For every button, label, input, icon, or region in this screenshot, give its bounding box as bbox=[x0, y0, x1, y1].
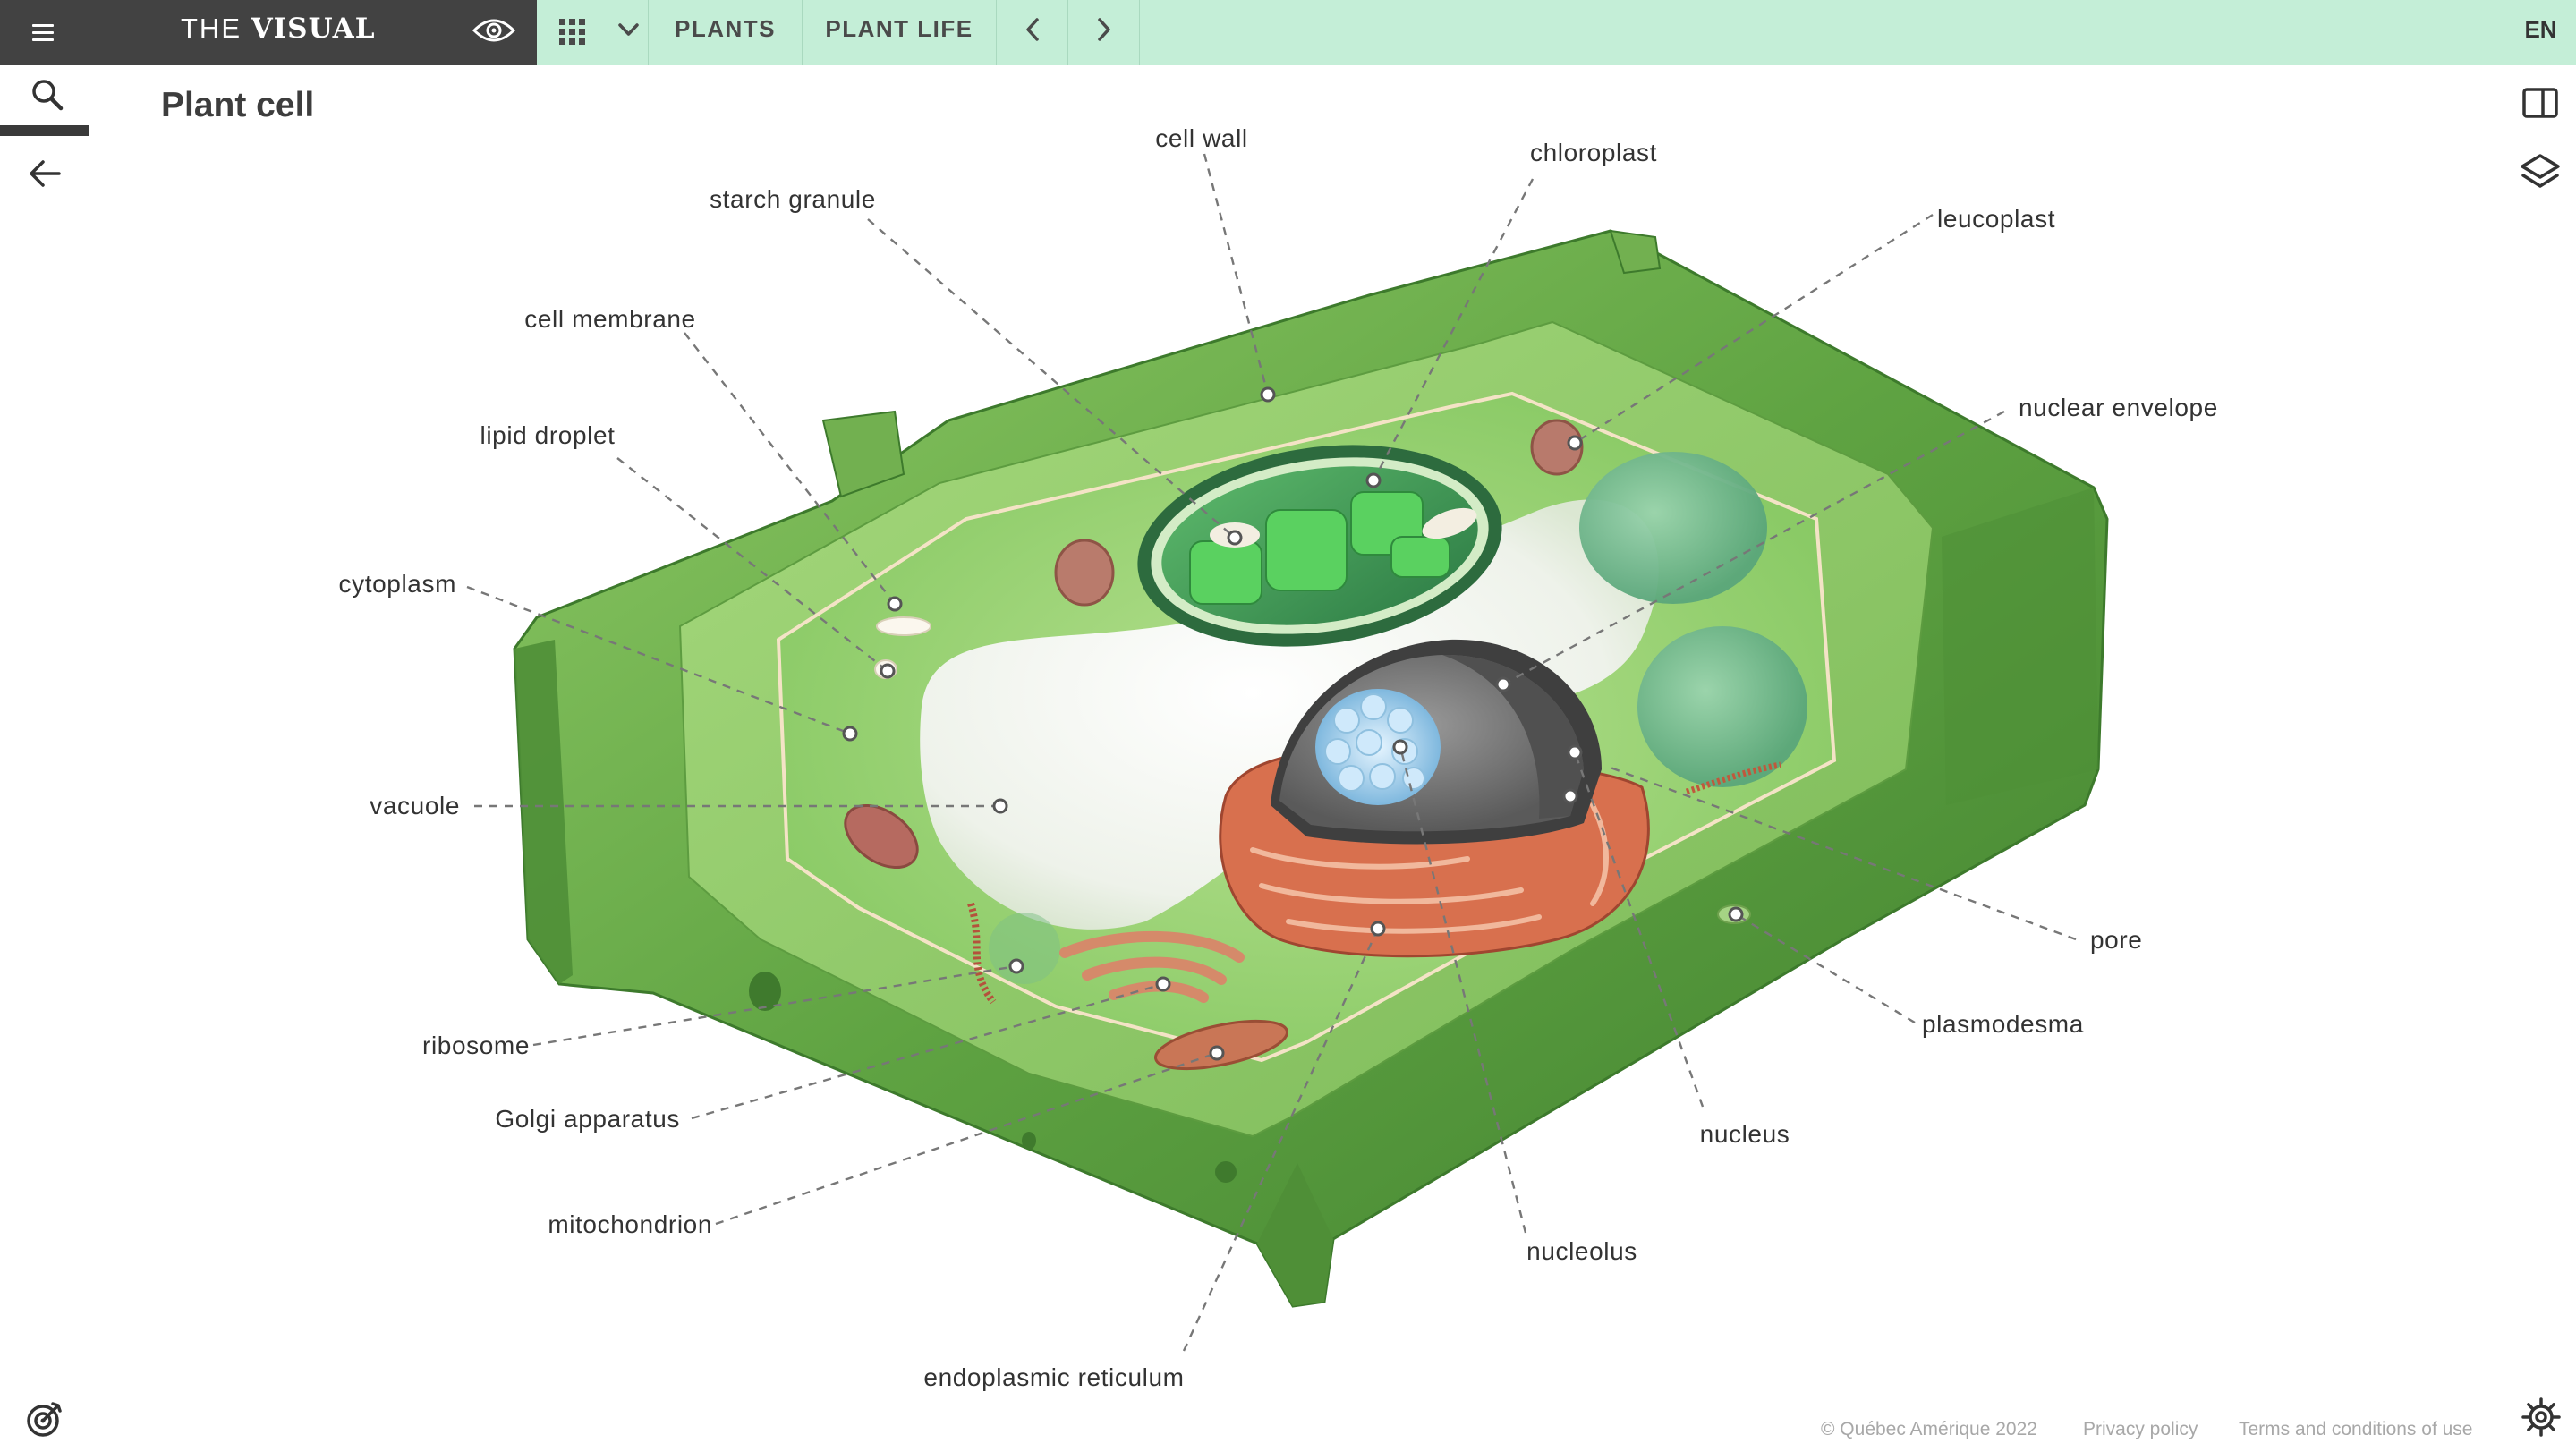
chevron-left-icon bbox=[1026, 18, 1039, 41]
language-button[interactable]: EN bbox=[2524, 16, 2557, 43]
page-title: Plant cell bbox=[161, 86, 315, 124]
label-starch-granule[interactable]: starch granule bbox=[710, 185, 876, 213]
brand-logo[interactable]: THE VISUAL bbox=[181, 0, 376, 65]
chloroplast-shape bbox=[1137, 445, 1502, 647]
sidebar-panel-icon bbox=[2522, 88, 2558, 118]
apps-dropdown-button[interactable] bbox=[608, 0, 649, 65]
eye-icon bbox=[472, 19, 516, 42]
tab-plant-life[interactable]: PLANT LIFE bbox=[803, 0, 997, 65]
label-golgi-apparatus[interactable]: Golgi apparatus bbox=[495, 1105, 680, 1133]
chevron-down-icon bbox=[618, 23, 639, 36]
label-nucleus[interactable]: nucleus bbox=[1700, 1120, 1790, 1148]
brand-prefix: THE bbox=[181, 13, 251, 44]
label-nuclear-envelope[interactable]: nuclear envelope bbox=[2019, 394, 2218, 421]
label-ribosome[interactable]: ribosome bbox=[422, 1032, 530, 1059]
next-button[interactable] bbox=[1068, 0, 1140, 65]
label-endoplasmic-reticulum[interactable]: endoplasmic reticulum bbox=[923, 1363, 1184, 1391]
previous-button[interactable] bbox=[997, 0, 1068, 65]
label-nucleolus[interactable]: nucleolus bbox=[1526, 1237, 1637, 1265]
label-cytoplasm[interactable]: cytoplasm bbox=[339, 570, 456, 598]
footer-terms-link[interactable]: Terms and conditions of use bbox=[2239, 1419, 2473, 1439]
settings-button[interactable] bbox=[2518, 1394, 2564, 1440]
hamburger-menu-icon-bar bbox=[32, 38, 54, 41]
brand-strong: VISUAL bbox=[251, 13, 376, 45]
side-panel-button[interactable] bbox=[2520, 82, 2561, 123]
label-mitochondrion[interactable]: mitochondrion bbox=[548, 1210, 712, 1238]
label-lipid-droplet[interactable]: lipid droplet bbox=[480, 421, 616, 449]
gear-icon bbox=[2521, 1397, 2561, 1437]
top-bar: THE VISUAL PLANTS PLANT LIFE bbox=[0, 0, 2576, 65]
label-chloroplast[interactable]: chloroplast bbox=[1530, 139, 1657, 166]
quiz-button[interactable] bbox=[21, 1396, 68, 1442]
footer-copyright: © Québec Amérique 2022 bbox=[1821, 1419, 2037, 1439]
layers-icon bbox=[2521, 154, 2560, 188]
label-pore[interactable]: pore bbox=[2090, 926, 2142, 954]
search-button[interactable] bbox=[0, 66, 89, 136]
search-active-indicator bbox=[0, 125, 89, 136]
back-button[interactable] bbox=[21, 154, 68, 197]
vacuole-shape bbox=[920, 499, 1659, 930]
brand-area: THE VISUAL bbox=[0, 0, 537, 65]
apps-grid-button[interactable] bbox=[537, 0, 608, 65]
label-vacuole[interactable]: vacuole bbox=[370, 792, 460, 819]
pointer-dots bbox=[842, 386, 1744, 1061]
leader-lines bbox=[466, 153, 2077, 1352]
menu-button[interactable] bbox=[27, 14, 63, 50]
label-cell-wall[interactable]: cell wall bbox=[1155, 124, 1247, 152]
footer-privacy-link[interactable]: Privacy policy bbox=[2083, 1419, 2198, 1439]
hamburger-menu-icon-bar bbox=[32, 31, 54, 34]
visibility-toggle-button[interactable] bbox=[469, 13, 519, 48]
search-icon bbox=[32, 80, 64, 111]
nucleus-shape bbox=[1271, 639, 1602, 845]
tab-plants[interactable]: PLANTS bbox=[649, 0, 803, 65]
target-icon bbox=[27, 1402, 62, 1437]
grid-icon bbox=[559, 19, 585, 45]
chevron-right-icon bbox=[1098, 18, 1110, 41]
hamburger-menu-icon bbox=[32, 24, 54, 27]
label-leucoplast[interactable]: leucoplast bbox=[1937, 205, 2055, 233]
label-cell-membrane[interactable]: cell membrane bbox=[524, 305, 695, 333]
label-plasmodesma[interactable]: plasmodesma bbox=[1922, 1010, 2084, 1038]
layers-button[interactable] bbox=[2518, 150, 2563, 195]
arrow-left-icon bbox=[30, 160, 61, 187]
